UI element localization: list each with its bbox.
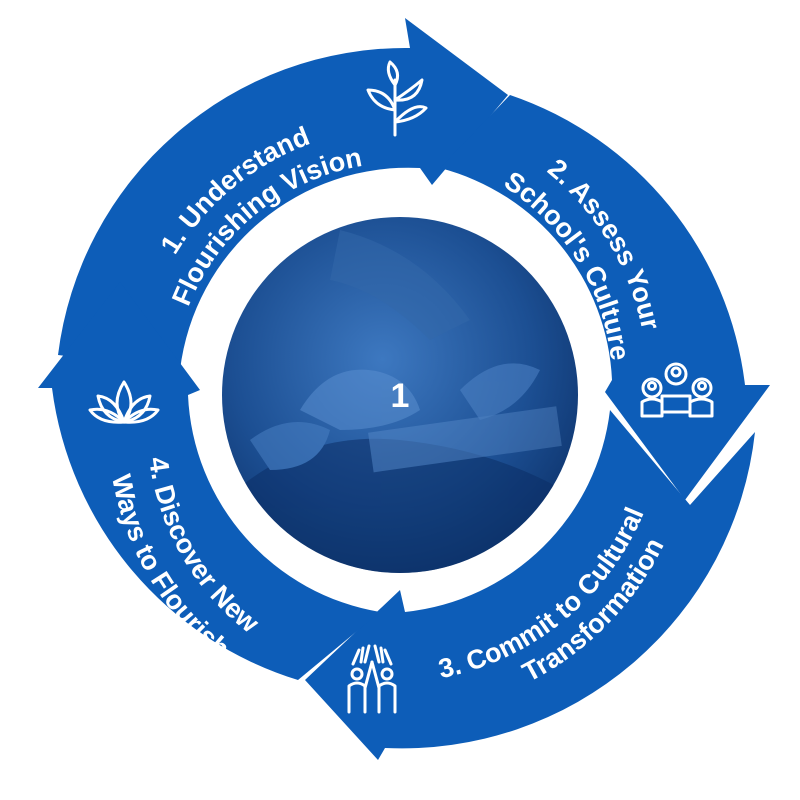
- arrow-segment-3: [305, 410, 755, 760]
- high-five-icon: [347, 644, 397, 714]
- arrow-segment-2: [440, 95, 770, 500]
- center-number: 1: [391, 377, 410, 415]
- group-meeting-icon: [640, 362, 714, 418]
- center-photo: 1: [222, 217, 578, 573]
- lotus-icon: [88, 380, 160, 424]
- plant-sprout-icon: [366, 60, 428, 137]
